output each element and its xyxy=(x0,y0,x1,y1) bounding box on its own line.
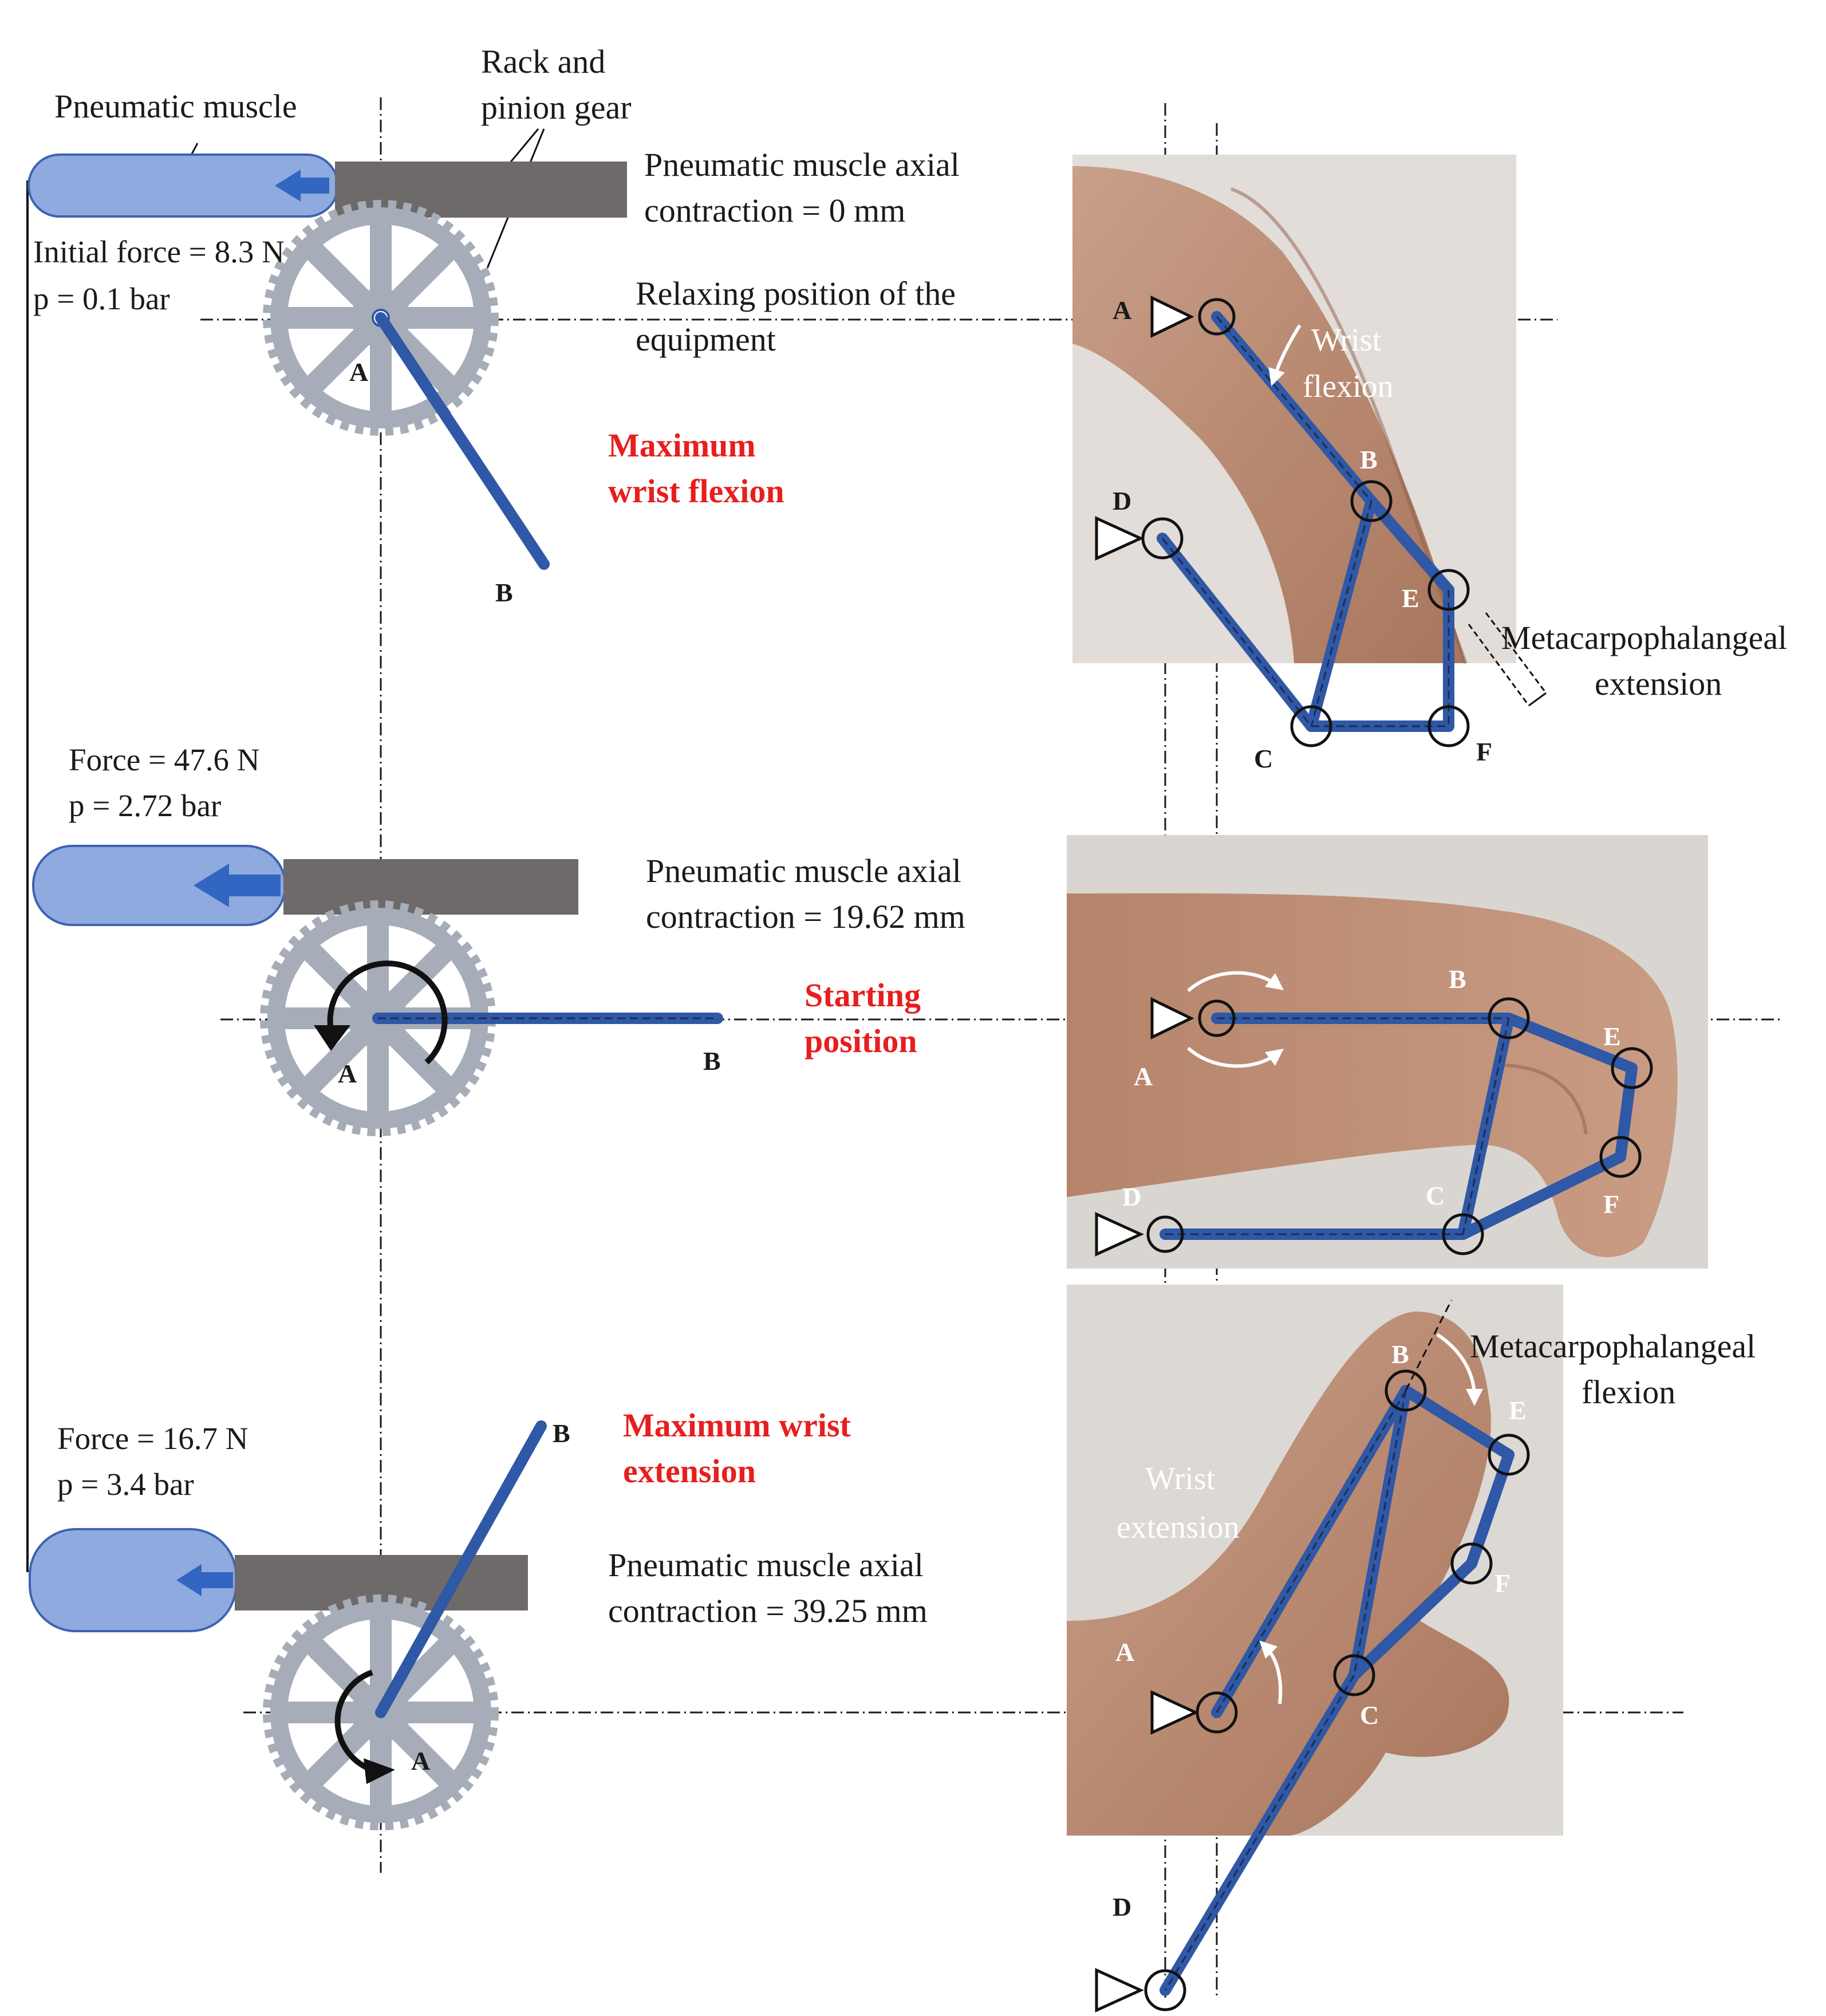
state-label-line2: extension xyxy=(623,1452,756,1490)
state-label-line1: Starting xyxy=(804,976,921,1014)
photo-point-c: C xyxy=(1426,1181,1445,1210)
photo-point-a: A xyxy=(1134,1062,1153,1091)
panel-max-wrist-flexion: Pneumatic muscle Rack and pinion gear xyxy=(27,43,1787,773)
contraction-line2: contraction = 0 mm xyxy=(644,192,905,229)
photo-point-f: F xyxy=(1476,737,1492,766)
photo-point-d: D xyxy=(1122,1182,1141,1211)
gear-point-a: A xyxy=(411,1746,430,1775)
gear-lever-arm xyxy=(375,1420,547,1718)
contraction-line1: Pneumatic muscle axial xyxy=(608,1546,924,1584)
pneumatic-muscle-label: Pneumatic muscle xyxy=(54,88,297,125)
mcp-extension-line1: Metacarpophalangeal xyxy=(1501,619,1787,656)
wrist-flexion-line1: Wrist xyxy=(1311,322,1382,358)
photo-point-b: B xyxy=(1391,1340,1409,1369)
rack-bar xyxy=(283,859,578,915)
pressure-label: p = 3.4 bar xyxy=(57,1467,194,1502)
pressure-label: p = 0.1 bar xyxy=(33,281,170,316)
contraction-line2: contraction = 39.25 mm xyxy=(608,1592,928,1629)
rack-bar xyxy=(235,1555,528,1611)
contraction-line2: contraction = 19.62 mm xyxy=(646,898,965,935)
photo-point-e: E xyxy=(1402,584,1419,613)
relax-line1: Relaxing position of the xyxy=(636,275,956,312)
photo-point-d: D xyxy=(1113,486,1131,515)
contraction-arrow-icon xyxy=(194,864,281,907)
hand-photo-extension xyxy=(1067,1285,1563,1836)
rack-label-line1: Rack and xyxy=(481,43,605,80)
contraction-line1: Pneumatic muscle axial xyxy=(644,146,960,183)
photo-point-a: A xyxy=(1113,296,1131,325)
rotation-arrow-icon xyxy=(314,960,448,1065)
photo-point-d: D xyxy=(1113,1892,1131,1922)
linkage-flexion xyxy=(1095,296,1547,747)
photo-point-f: F xyxy=(1603,1190,1619,1219)
contraction-line1: Pneumatic muscle axial xyxy=(646,852,961,889)
force-label: Force = 47.6 N xyxy=(69,742,259,777)
relax-line2: equipment xyxy=(636,321,776,358)
photo-point-c: C xyxy=(1254,744,1273,773)
contraction-arrow-icon xyxy=(176,1564,233,1596)
state-label-line2: wrist flexion xyxy=(608,472,784,510)
wrist-flexion-line2: flexion xyxy=(1303,369,1394,404)
gear-point-b: B xyxy=(553,1419,570,1448)
gear-lever-arm xyxy=(375,312,550,570)
pressure-label: p = 2.72 bar xyxy=(69,788,221,823)
photo-point-f: F xyxy=(1494,1569,1511,1598)
gear-point-b: B xyxy=(495,578,513,607)
wrist-extension-line2: extension xyxy=(1117,1510,1240,1545)
state-label-line2: position xyxy=(804,1022,917,1060)
panel-max-wrist-extension: Force = 16.7 N p = 3.4 bar xyxy=(29,1285,1756,2013)
initial-force-label: Initial force = 8.3 N xyxy=(33,234,285,269)
linkage-extension xyxy=(1095,1300,1530,2013)
gear-point-a: A xyxy=(349,357,368,387)
photo-point-a: A xyxy=(1115,1637,1134,1667)
contraction-arrow-icon xyxy=(275,170,329,202)
mcp-flexion-line1: Metacarpophalangeal xyxy=(1470,1328,1756,1365)
photo-point-c: C xyxy=(1360,1700,1379,1730)
state-label-line1: Maximum xyxy=(608,427,756,464)
panel-starting-position: Force = 47.6 N p = 2.72 bar xyxy=(32,742,1708,1269)
photo-point-e: E xyxy=(1603,1022,1621,1051)
force-label: Force = 16.7 N xyxy=(57,1421,248,1456)
gear-point-a: A xyxy=(338,1059,357,1088)
rotation-arrow-icon xyxy=(334,1670,395,1784)
photo-point-e: E xyxy=(1509,1396,1527,1425)
photo-point-b: B xyxy=(1360,445,1378,474)
mcp-extension-line2: extension xyxy=(1595,665,1722,702)
gear-icon xyxy=(263,200,499,436)
linkage-starting xyxy=(1095,971,1653,1257)
mcp-flexion-line2: flexion xyxy=(1582,1373,1675,1411)
rack-label-line2: pinion gear xyxy=(481,89,632,126)
gear-point-b: B xyxy=(703,1046,721,1076)
mcp-extension-indicator xyxy=(1468,612,1547,707)
photo-point-b: B xyxy=(1449,964,1466,994)
wrist-extension-line1: Wrist xyxy=(1145,1461,1216,1497)
state-label-line1: Maximum wrist xyxy=(623,1407,851,1444)
